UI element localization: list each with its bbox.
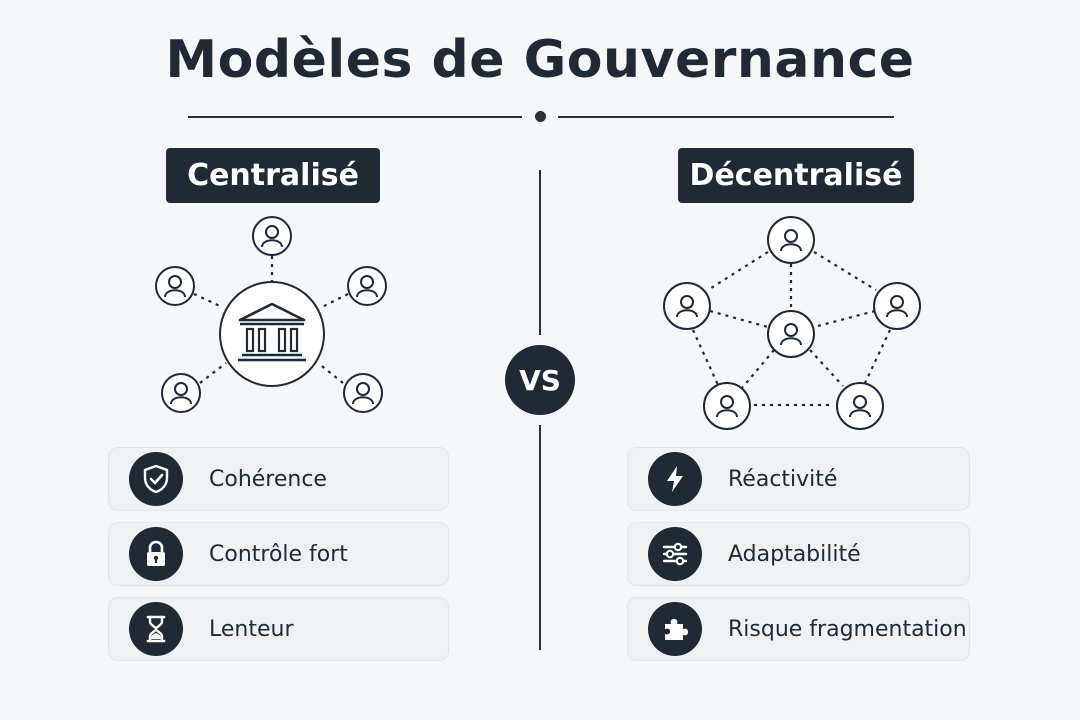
feature-label: Adaptabilité — [728, 541, 861, 567]
centralized-heading: Centralisé — [166, 148, 380, 203]
user-icon — [252, 216, 292, 256]
puzzle-icon — [648, 602, 702, 656]
user-icon — [663, 282, 711, 330]
feature-card-coherence: Cohérence — [108, 447, 449, 511]
user-icon — [767, 310, 815, 358]
vs-badge: VS — [505, 345, 575, 415]
decentralized-links — [691, 251, 891, 407]
divider-bottom — [539, 425, 541, 650]
feature-label: Risque fragmentation — [728, 616, 967, 642]
feature-label: Cohérence — [209, 466, 327, 492]
user-icon — [155, 266, 195, 306]
feature-label: Lenteur — [209, 616, 294, 642]
title-rule-right — [558, 116, 894, 118]
user-icon — [703, 382, 751, 430]
divider-top — [539, 170, 541, 335]
hub-bank-icon — [219, 281, 325, 387]
user-icon — [347, 266, 387, 306]
user-icon — [161, 373, 201, 413]
feature-card-control: Contrôle fort — [108, 522, 449, 586]
user-icon — [343, 373, 383, 413]
user-icon — [873, 282, 921, 330]
sliders-icon — [648, 527, 702, 581]
user-icon — [836, 382, 884, 430]
page-title: Modèles de Gouvernance — [165, 30, 915, 90]
hourglass-icon — [129, 602, 183, 656]
title-rule-dot — [535, 111, 546, 122]
feature-card-reactivity: Réactivité — [627, 447, 970, 511]
lightning-icon — [648, 452, 702, 506]
user-icon — [767, 216, 815, 264]
feature-label: Contrôle fort — [209, 541, 348, 567]
title-rule-left — [188, 116, 522, 118]
centralized-links — [193, 256, 349, 384]
feature-card-fragmentation: Risque fragmentation — [627, 597, 970, 661]
feature-label: Réactivité — [728, 466, 838, 492]
feature-card-adaptability: Adaptabilité — [627, 522, 970, 586]
shield-check-icon — [129, 452, 183, 506]
feature-card-slowness: Lenteur — [108, 597, 449, 661]
decentralized-heading: Décentralisé — [678, 148, 914, 203]
lock-icon — [129, 527, 183, 581]
